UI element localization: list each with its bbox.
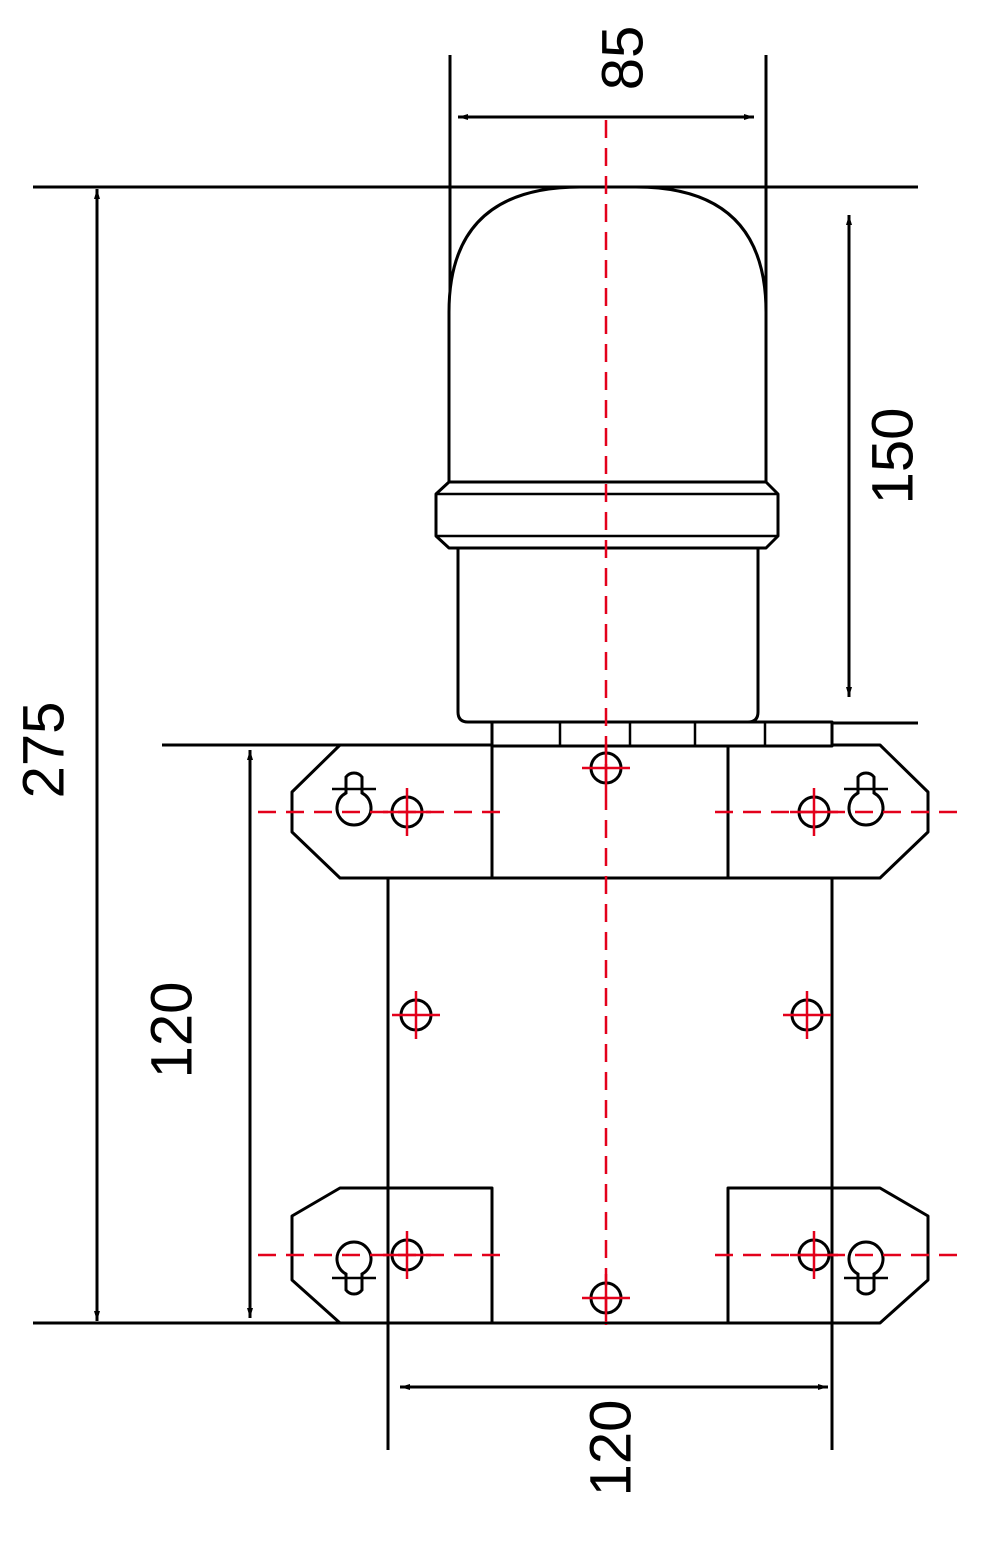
label-mount-horizontal: 120 (578, 1400, 643, 1497)
keyhole-slot-top-left (332, 771, 376, 827)
bolt-hole-top-right (790, 788, 838, 836)
bolt-hole-bottom-center (582, 1274, 630, 1322)
keyhole-slot-bottom-right (844, 1240, 888, 1296)
keyhole-slots (332, 771, 888, 1296)
keyhole-slot-bottom-left (332, 1240, 376, 1296)
beacon-lamp (434, 185, 834, 748)
label-lamp-height: 150 (860, 408, 925, 505)
mounting-base (290, 743, 930, 1325)
lamp-dome (447, 185, 768, 484)
bolt-hole-lamp-top (582, 744, 630, 792)
label-lamp-diameter: 85 (590, 26, 655, 91)
label-total-height: 275 (11, 702, 76, 799)
bolt-hole-mid-left (392, 991, 440, 1039)
label-mount-vertical: 120 (139, 982, 204, 1079)
bolt-hole-bottom-right (790, 1231, 838, 1279)
flange-slots (558, 722, 767, 746)
bolt-holes (383, 744, 838, 1322)
lamp-base-flange (490, 720, 834, 748)
lamp-housing (456, 546, 760, 724)
lamp-mount-block (490, 743, 730, 880)
keyhole-slot-top-right (844, 771, 888, 827)
centerlines (258, 120, 962, 1325)
bolt-hole-top-left (383, 788, 431, 836)
dimension-lines (94, 114, 852, 1390)
dimension-labels: 85 275 150 120 120 (11, 26, 925, 1497)
bolt-hole-bottom-left (383, 1231, 431, 1279)
bolt-hole-mid-right (783, 991, 831, 1039)
